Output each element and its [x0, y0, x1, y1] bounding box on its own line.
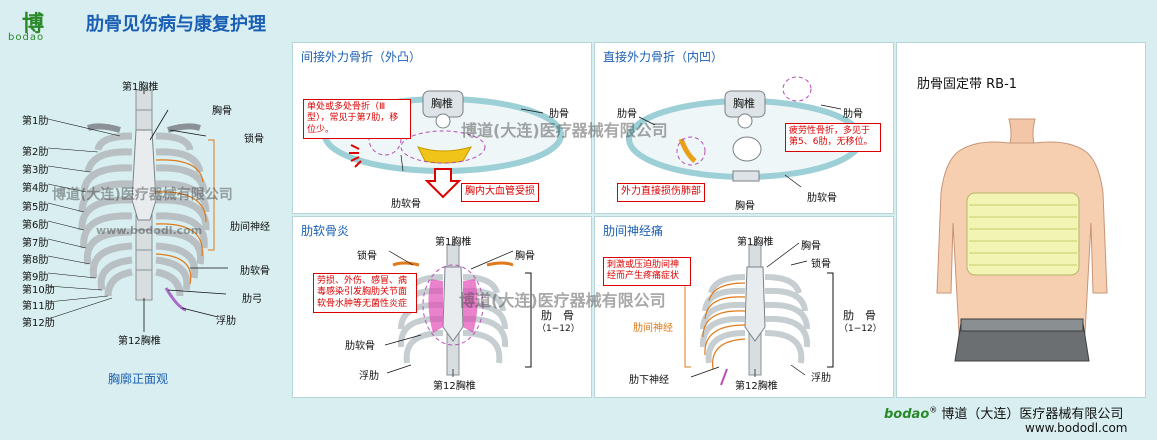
- page-title: 肋骨见伤病与康复护理: [86, 14, 266, 35]
- panel-indirect-fracture: 间接外力骨折（外凸） 胸椎 肋骨 肋软骨 单处或多处骨折（Ⅲ型），常见于第7肋，…: [292, 42, 592, 214]
- panel-costochondritis: 肋软骨炎 第1胸椎 锁骨 胸骨 肋软骨 浮肋 第12胸椎 肋 骨 （1−12）: [292, 216, 592, 398]
- neuralgia-label-t12: 第12胸椎: [735, 381, 778, 392]
- costochondritis-illustration: [384, 239, 532, 377]
- costo-label-costal-cartilage: 肋软骨: [345, 341, 375, 352]
- rib-label: 第5肋: [22, 202, 49, 213]
- label-intercostal-nerve: 肋间神经: [230, 222, 270, 233]
- direct-label-costal-cartilage: 肋软骨: [807, 193, 837, 204]
- label-floating-rib: 浮肋: [216, 316, 236, 327]
- neuralgia-label-sternum: 胸骨: [801, 241, 821, 252]
- rib-label: 第10肋: [22, 285, 55, 296]
- costo-label-floating: 浮肋: [359, 371, 379, 382]
- neuralgia-label-subcostal: 肋下神经: [629, 375, 669, 386]
- direct-label-sternum: 胸骨: [735, 201, 755, 212]
- indirect-note: 单处或多处骨折（Ⅲ型），常见于第7肋，移位少。: [303, 99, 411, 139]
- rib-label: 第6肋: [22, 220, 49, 231]
- direct-label-rib-right: 肋骨: [843, 109, 863, 120]
- footer-company: 博道（大连）医疗器械有限公司: [937, 407, 1124, 422]
- label-costal-arch: 肋弓: [242, 294, 262, 305]
- indirect-label-costal-cartilage: 肋软骨: [391, 199, 421, 210]
- neuralgia-illustration: [684, 239, 834, 386]
- panel-direct-fracture: 直接外力骨折（内凹） 胸椎 肋骨 肋骨 胸骨 肋软骨 疲劳性骨折，多见于第5、6…: [461, 42, 894, 214]
- indirect-vessel-note: 胸内大血管受损: [461, 183, 539, 202]
- neuralgia-label-intercostal: 肋间神经: [633, 323, 673, 334]
- footer-reg-mark: ®: [929, 405, 938, 415]
- thorax-caption: 胸廓正面观: [108, 372, 169, 386]
- indirect-label-vertebra: 胸椎: [431, 97, 453, 110]
- panel-product: 肋骨固定带 RB-1: [896, 42, 1146, 398]
- indirect-label-rib: 肋骨: [549, 109, 569, 120]
- panel-indirect-title: 间接外力骨折（外凸）: [301, 50, 422, 64]
- rib-label: 第7肋: [22, 238, 49, 249]
- product-title: 肋骨固定带 RB-1: [917, 77, 1018, 92]
- label-costal-cartilage: 肋软骨: [240, 266, 270, 277]
- logo-glyph: 博: [22, 11, 45, 37]
- costo-label-sternum: 胸骨: [515, 251, 535, 262]
- costo-label-t12: 第12胸椎: [433, 381, 476, 392]
- footer-brand-mark: bodao: [884, 407, 930, 422]
- rib-label: 第3肋: [22, 165, 49, 176]
- neuralgia-label-rib: 肋 骨: [843, 309, 876, 322]
- direct-label-rib-left: 肋骨: [617, 109, 637, 120]
- rib-label: 第1肋: [22, 116, 49, 127]
- thorax-illustration: [47, 88, 228, 332]
- footer-url[interactable]: www.bododl.com: [1025, 421, 1128, 435]
- direct-note: 疲劳性骨折，多见于第5、6肋，无移位。: [785, 123, 881, 152]
- footer-brand: bodao® 博道（大连）医疗器械有限公司: [884, 403, 1123, 422]
- direct-injury-note: 外力直接损伤肺部: [617, 183, 705, 202]
- brand-logo: 博 bodao: [8, 6, 72, 43]
- panel-costochondritis-title: 肋软骨炎: [301, 224, 350, 238]
- costo-label-rib: 肋 骨: [541, 309, 574, 322]
- thorax-front-view: 第1胸椎 胸骨 锁骨 肋间神经 肋软骨 肋弓 浮肋 第12胸椎 第1肋第2肋第3…: [0, 40, 290, 400]
- rib-label: 第8肋: [22, 255, 49, 266]
- rib-label: 第9肋: [22, 272, 49, 283]
- direct-label-vertebra: 胸椎: [733, 97, 755, 110]
- neuralgia-label-t1: 第1胸椎: [737, 237, 774, 248]
- neuralgia-label-range: （1−12）: [839, 324, 882, 334]
- label-clavicle: 锁骨: [244, 134, 264, 145]
- panel-neuralgia: 肋间神经痛 第1胸椎 胸骨 锁骨 肋间神经 肋下神经 第1: [459, 216, 894, 398]
- costo-label-t1: 第1胸椎: [435, 237, 472, 248]
- neuralgia-note: 刺激或压迫肋间神经而产生疼痛症状: [603, 257, 691, 286]
- costo-note: 劳损、外伤、感冒、病毒感染引发胸肋关节面软骨水肿等无菌性炎症: [313, 273, 417, 313]
- costo-label-clavicle: 锁骨: [357, 251, 377, 262]
- neuralgia-label-floating: 浮肋: [811, 373, 831, 384]
- rib-label: 第12肋: [22, 318, 55, 329]
- product-illustration: [936, 118, 1108, 362]
- logo-text: bodao: [8, 32, 45, 43]
- costo-label-range: （1−12）: [537, 324, 580, 334]
- panel-neuralgia-title: 肋间神经痛: [603, 224, 664, 238]
- panel-direct-title: 直接外力骨折（内凹）: [603, 50, 724, 64]
- neuralgia-label-clavicle: 锁骨: [811, 259, 831, 270]
- label-t12: 第12胸椎: [118, 336, 161, 347]
- rib-label: 第2肋: [22, 147, 49, 158]
- rib-label: 第11肋: [22, 301, 55, 312]
- rib-label: 第4肋: [22, 183, 49, 194]
- label-sternum: 胸骨: [212, 106, 232, 117]
- label-t1: 第1胸椎: [122, 82, 159, 93]
